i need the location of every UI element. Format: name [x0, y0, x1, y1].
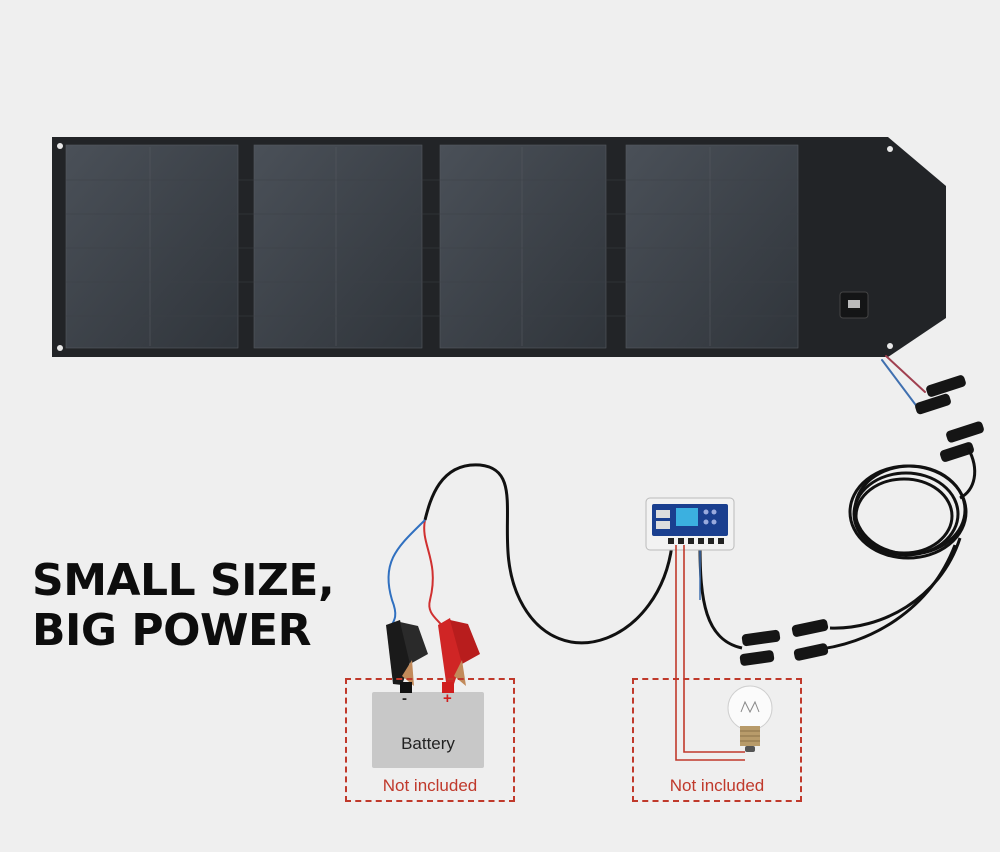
blue-wire: [387, 519, 426, 629]
solar-cell-2: [253, 144, 423, 349]
panel-cells: [65, 144, 799, 349]
battery-not-included-note: Not included: [382, 776, 478, 795]
grommets: [57, 143, 893, 351]
solar-panel: [52, 137, 946, 357]
red-wire: [423, 519, 446, 631]
solar-cell-1: [65, 144, 239, 349]
solar-cell-4: [625, 144, 799, 349]
battery-icon: [372, 692, 484, 768]
battery-label: Battery: [401, 734, 455, 753]
alligator-clip-red-icon: [438, 618, 480, 686]
extension-cable-coil: [811, 447, 977, 652]
alligator-clip-black-icon: [386, 620, 428, 686]
battery-negative-terminal: [400, 682, 412, 693]
panel-output-cable: [881, 355, 926, 409]
mc4-connector-icon: [915, 375, 984, 462]
battery-cable: [423, 463, 674, 645]
battery-positive-terminal: [442, 682, 454, 693]
battery-plus-sign: +: [443, 690, 452, 707]
lamp-wires: [675, 545, 745, 761]
light-bulb-icon: [727, 685, 773, 752]
headline-line-2: BIG POWER: [32, 605, 311, 656]
headline-line-1: SMALL SIZE,: [32, 555, 335, 606]
battery-dashed-frame: [345, 678, 515, 802]
solar-cell-3: [439, 144, 607, 349]
charge-controller-icon: [645, 497, 735, 551]
mc4-connector-icon: [739, 619, 829, 666]
headline: SMALL SIZE, BIG POWER: [32, 555, 335, 656]
bulb-dashed-frame: [632, 678, 802, 802]
battery-minus-sign: -: [402, 690, 407, 707]
controller-pv-cable: [698, 544, 743, 650]
bulb-not-included-note: Not included: [669, 776, 765, 795]
